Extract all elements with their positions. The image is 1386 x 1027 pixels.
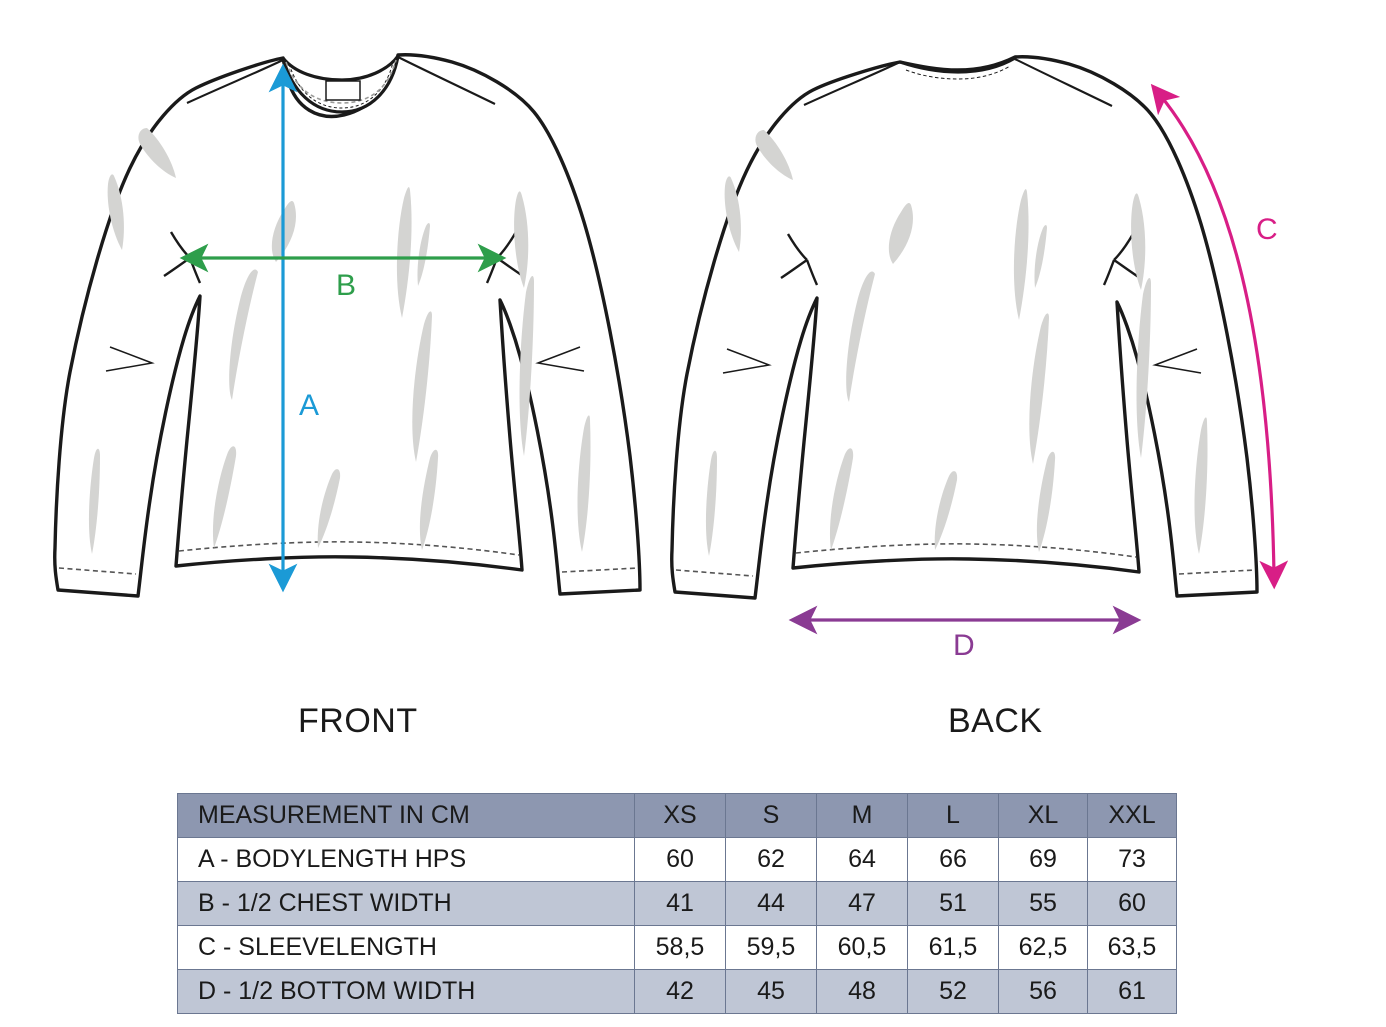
back-right-shoulder-seam	[1014, 58, 1113, 107]
cell-a-l: 66	[907, 837, 999, 882]
header-measurement-label: MEASUREMENT IN CM	[177, 793, 635, 838]
front-hem-stitch	[178, 541, 520, 556]
front-view-label: FRONT	[298, 702, 418, 740]
size-table-body: A - BODYLENGTH HPS 60 62 64 66 69 73 B -…	[177, 837, 1177, 1014]
size-table-container: MEASUREMENT IN CM XS S M L XL XXL A - BO…	[177, 793, 1177, 1014]
measure-label-a: A	[299, 389, 319, 422]
measure-label-c: C	[1256, 213, 1278, 246]
table-row: B - 1/2 CHEST WIDTH 41 44 47 51 55 60	[177, 881, 1177, 926]
front-view-illustration: A B	[53, 53, 642, 598]
cell-c-s: 59,5	[725, 925, 817, 970]
back-left-armhole-mark	[780, 233, 819, 286]
front-left-elbow-dart	[105, 346, 155, 372]
cell-a-xl: 69	[998, 837, 1088, 882]
size-table: MEASUREMENT IN CM XS S M L XL XXL A - BO…	[177, 793, 1177, 1014]
cell-b-l: 51	[907, 881, 999, 926]
front-right-shoulder-seam	[397, 56, 496, 105]
front-right-elbow-dart	[535, 346, 585, 372]
garment-technical-drawings: A B	[53, 53, 1289, 662]
cell-a-xs: 60	[634, 837, 726, 882]
row-label-c: C - SLEEVELENGTH	[177, 925, 635, 970]
table-row: A - BODYLENGTH HPS 60 62 64 66 69 73	[177, 837, 1177, 882]
cell-d-m: 48	[816, 969, 908, 1014]
cell-a-s: 62	[725, 837, 817, 882]
back-view-label: BACK	[948, 702, 1043, 740]
measure-marker-b: B	[179, 243, 507, 302]
front-left-cuff-stitch	[58, 567, 137, 575]
cell-c-xxl: 63,5	[1087, 925, 1177, 970]
measure-label-b: B	[336, 269, 356, 302]
header-size-xxl: XXL	[1087, 793, 1177, 838]
cell-a-xxl: 73	[1087, 837, 1177, 882]
cell-c-l: 61,5	[907, 925, 999, 970]
cell-b-xs: 41	[634, 881, 726, 926]
back-hem-stitch	[795, 543, 1137, 558]
cell-d-s: 45	[725, 969, 817, 1014]
back-left-cuff-stitch	[675, 569, 754, 577]
cell-b-xxl: 60	[1087, 881, 1177, 926]
cell-d-xs: 42	[634, 969, 726, 1014]
measure-marker-d: D	[788, 605, 1142, 662]
measure-marker-c: C	[1150, 83, 1289, 590]
size-table-head: MEASUREMENT IN CM XS S M L XL XXL	[177, 793, 1177, 838]
measure-label-d: D	[953, 629, 975, 662]
measure-marker-a: A	[268, 63, 319, 593]
row-label-b: B - 1/2 CHEST WIDTH	[177, 881, 635, 926]
header-size-m: M	[816, 793, 908, 838]
measure-line-c	[1150, 83, 1289, 590]
cell-c-xl: 62,5	[998, 925, 1088, 970]
back-view-illustration	[670, 55, 1259, 600]
row-label-a: A - BODYLENGTH HPS	[177, 837, 635, 882]
cell-b-xl: 55	[998, 881, 1088, 926]
cell-c-xs: 58,5	[634, 925, 726, 970]
header-size-xl: XL	[998, 793, 1088, 838]
front-garment-outline	[53, 53, 642, 598]
cell-d-xl: 56	[998, 969, 1088, 1014]
table-row: C - SLEEVELENGTH 58,5 59,5 60,5 61,5 62,…	[177, 925, 1177, 970]
front-right-cuff-stitch	[561, 567, 639, 573]
back-neckline-stitch	[905, 65, 1011, 80]
back-neckline	[899, 56, 1016, 74]
back-left-elbow-dart	[722, 348, 772, 374]
cell-b-m: 47	[816, 881, 908, 926]
back-left-shoulder-seam	[803, 61, 901, 106]
front-neck-label-tag	[325, 80, 361, 101]
cell-a-m: 64	[816, 837, 908, 882]
cell-d-xxl: 61	[1087, 969, 1177, 1014]
header-size-l: L	[907, 793, 999, 838]
cell-d-l: 52	[907, 969, 999, 1014]
header-size-s: S	[725, 793, 817, 838]
front-neck-tape	[285, 59, 397, 104]
cell-b-s: 44	[725, 881, 817, 926]
size-table-header-row: MEASUREMENT IN CM XS S M L XL XXL	[177, 793, 1177, 838]
table-row: D - 1/2 BOTTOM WIDTH 42 45 48 52 56 61	[177, 969, 1177, 1014]
header-size-xs: XS	[634, 793, 726, 838]
cell-c-m: 60,5	[816, 925, 908, 970]
row-label-d: D - 1/2 BOTTOM WIDTH	[177, 969, 635, 1014]
